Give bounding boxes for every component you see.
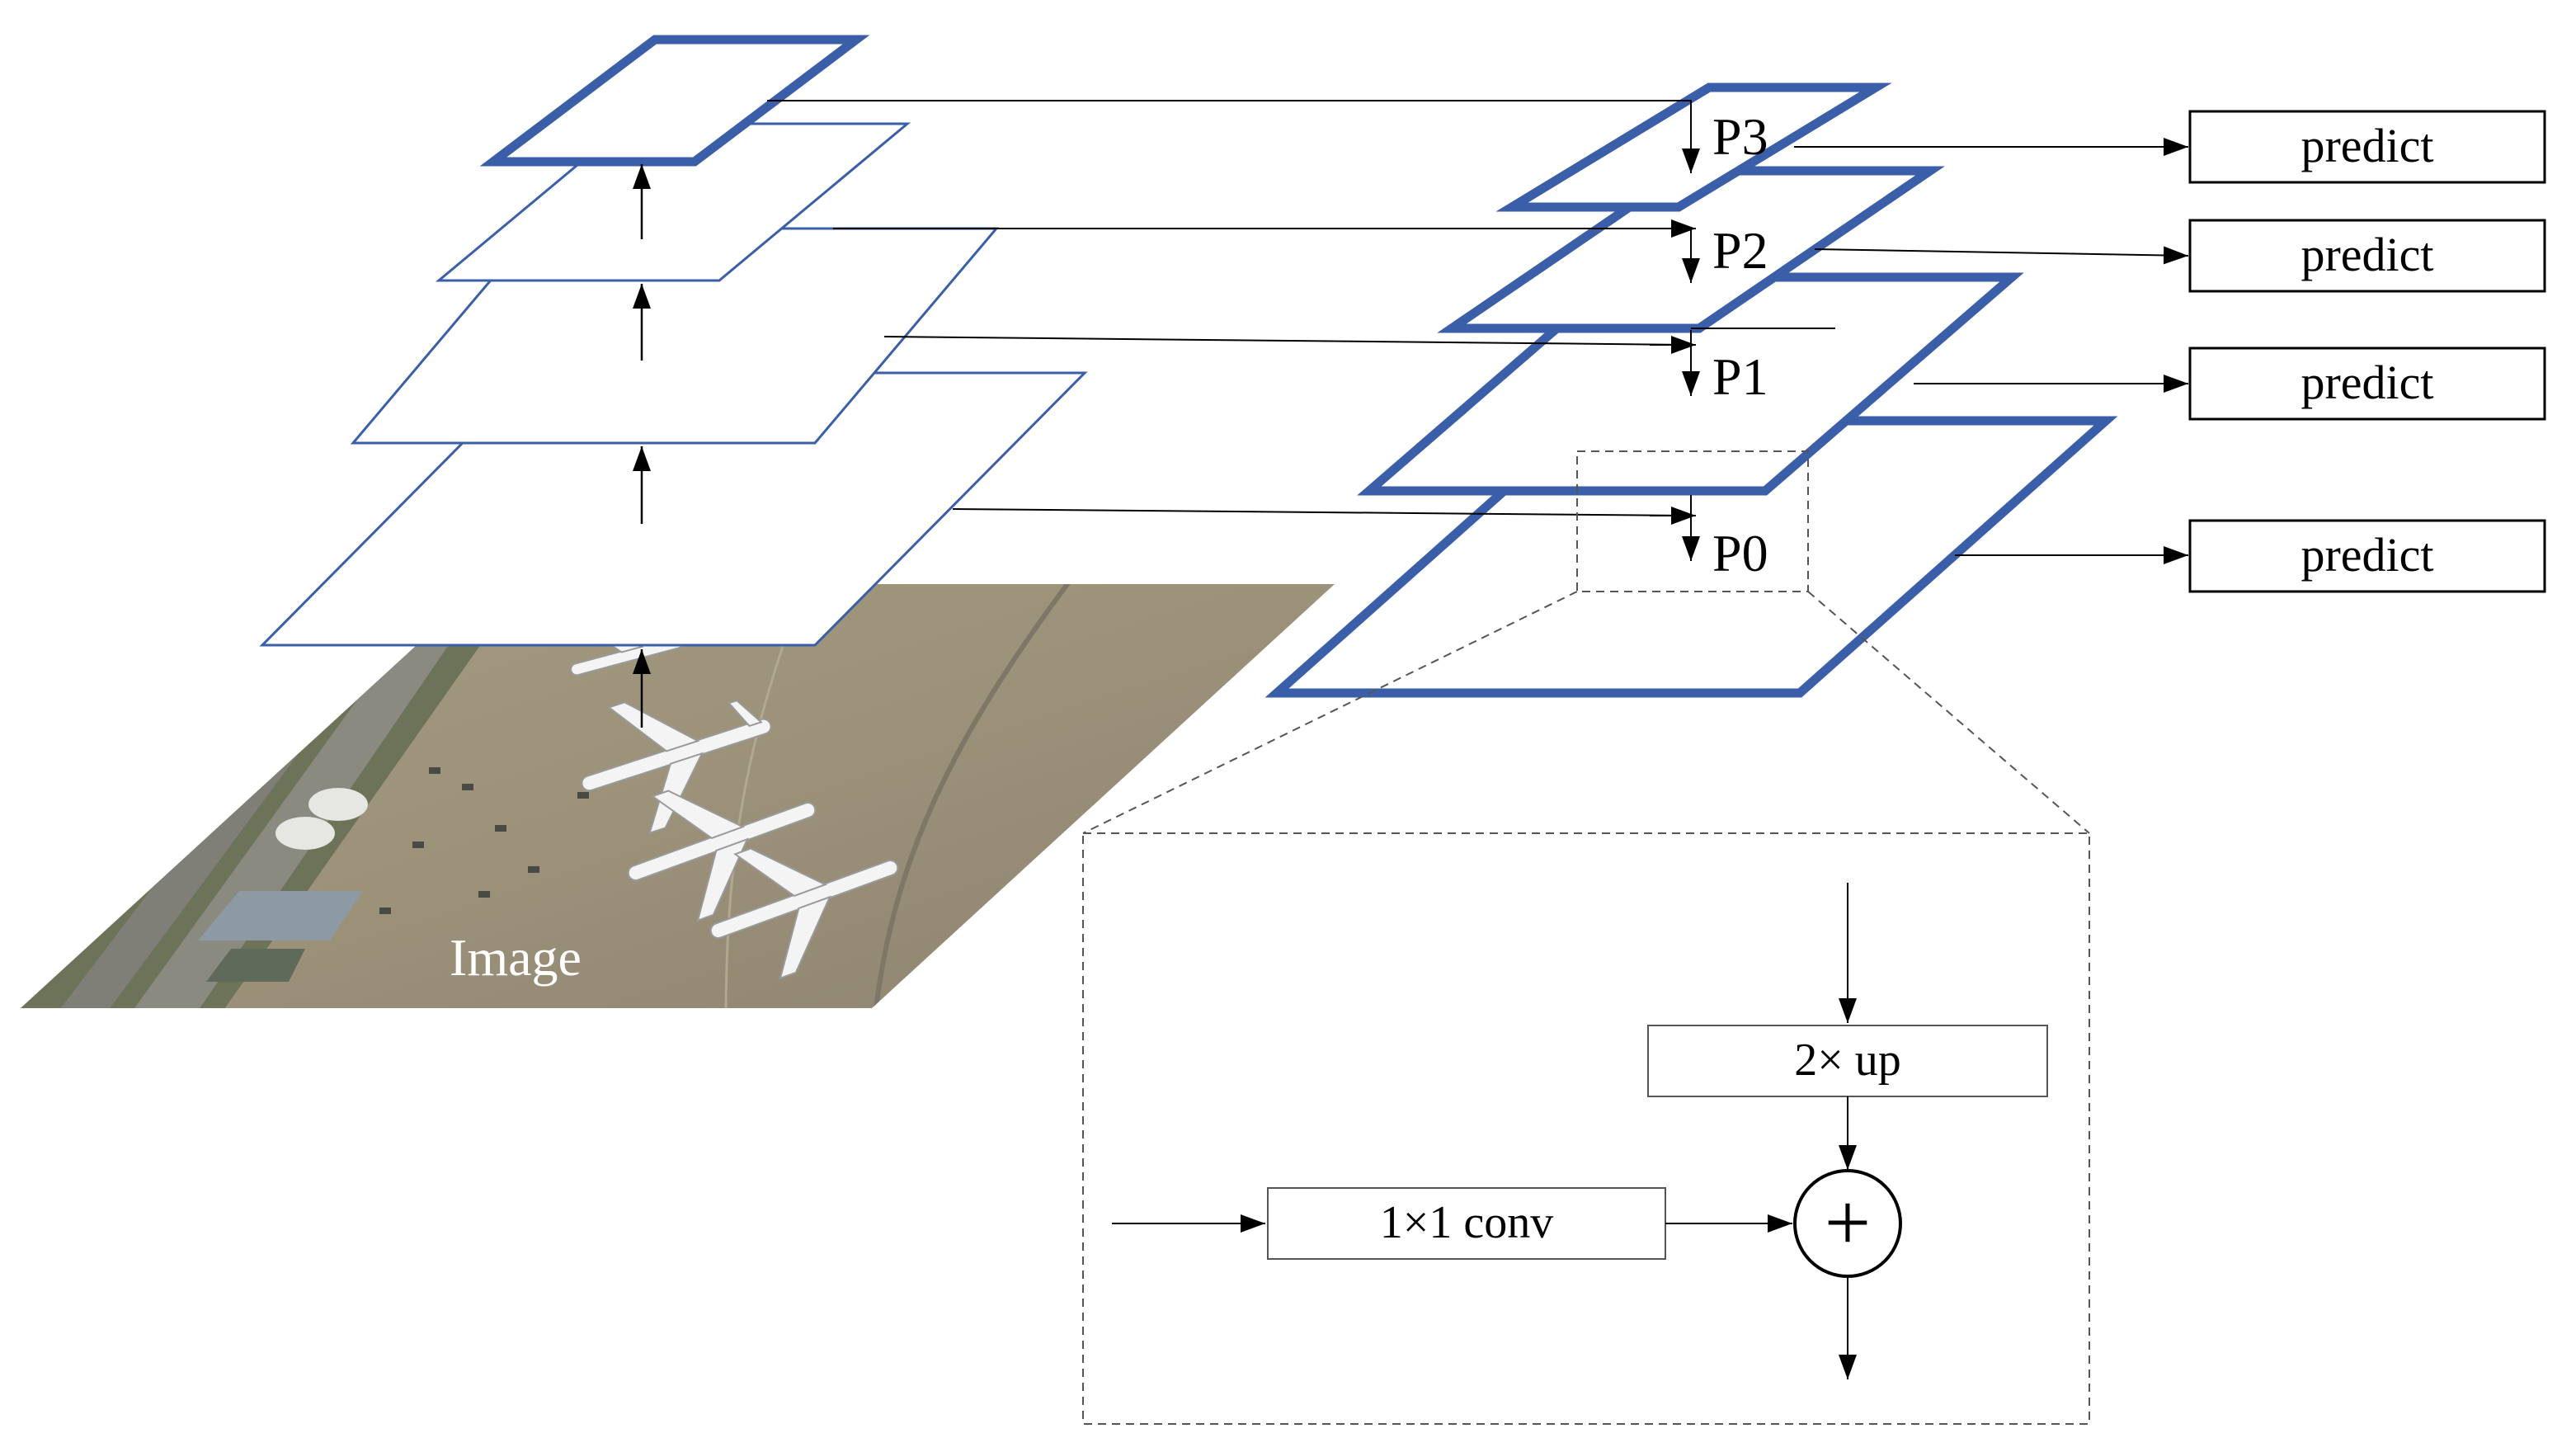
predict-box-p0: predict — [2188, 519, 2546, 593]
conv-box — [1267, 1187, 1666, 1260]
image-label: Image — [450, 928, 582, 987]
merge-add-symbol: + — [1825, 1176, 1871, 1268]
zoom-source-box — [1576, 450, 1809, 592]
bottom-up-pathway — [259, 35, 1088, 647]
zoom-region — [1082, 450, 2090, 1425]
predict-box-p3: predict — [2188, 110, 2546, 184]
feature-map-c3 — [479, 35, 870, 167]
feature-map-p3 — [1495, 82, 1892, 212]
predict-box-p1: predict — [2188, 346, 2546, 421]
feature-map-c2 — [435, 122, 911, 282]
upsample-box — [1647, 1025, 2048, 1097]
predict-arrows — [1794, 138, 2189, 564]
pyramid-label-p2: P2 — [1712, 221, 1768, 280]
predict-label: predict — [2301, 119, 2433, 172]
conv-label: 1×1 conv — [1380, 1197, 1553, 1248]
pyramid-label-p0: P0 — [1712, 524, 1768, 582]
predict-label: predict — [2301, 528, 2433, 582]
upsample-label: 2× up — [1794, 1035, 1901, 1086]
lateral-arrowheads — [1650, 124, 1700, 561]
pyramid-label-p1: P1 — [1712, 347, 1768, 406]
predict-label: predict — [2301, 228, 2433, 281]
merge-block-detail: 2× up 1×1 conv + — [1112, 883, 2048, 1379]
pyramid-label-p3: P3 — [1712, 107, 1768, 166]
predict-box-p2: predict — [2188, 219, 2546, 293]
detail-box — [1082, 832, 2090, 1425]
predict-label: predict — [2301, 356, 2433, 409]
